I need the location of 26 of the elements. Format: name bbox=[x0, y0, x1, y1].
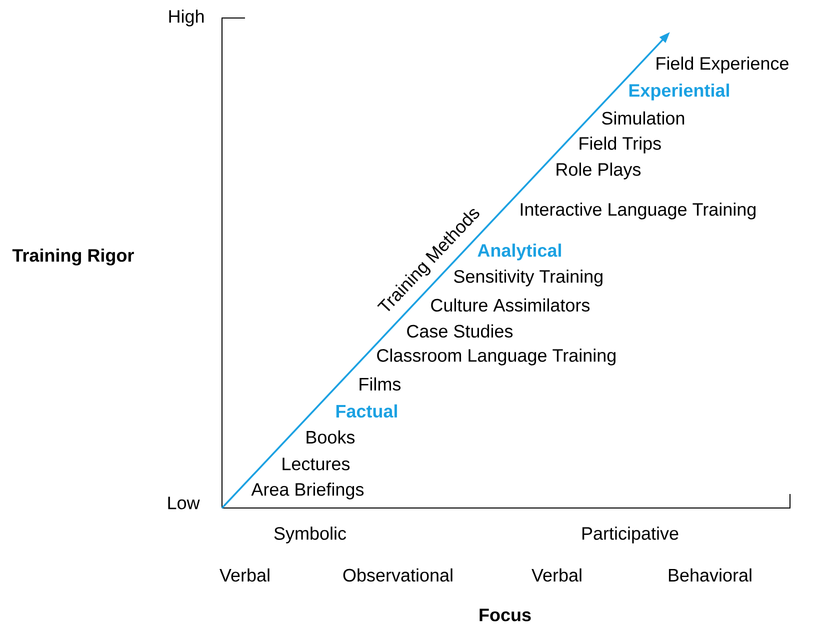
focus-label: Verbal bbox=[532, 568, 582, 582]
axis-label: Training Rigor bbox=[12, 248, 134, 266]
category-label: Factual bbox=[336, 404, 397, 418]
method-label: Interactive Language Training bbox=[520, 202, 756, 220]
focus-label: Participative bbox=[582, 526, 678, 544]
category-label: Analytical bbox=[478, 244, 561, 260]
tick-label: High bbox=[169, 10, 204, 26]
method-label: Books bbox=[306, 430, 355, 444]
method-label: Sensitivity Training bbox=[454, 270, 602, 286]
method-label: Culture Assimilators bbox=[431, 298, 590, 312]
focus-label: Behavioral bbox=[668, 568, 752, 582]
method-label: Classroom Language Training bbox=[377, 348, 616, 366]
category-label: Experiential bbox=[629, 84, 729, 100]
focus-label: Verbal bbox=[220, 568, 270, 582]
method-label: Lectures bbox=[282, 458, 350, 470]
method-label: Case Studies bbox=[407, 324, 513, 338]
method-label: Role Plays bbox=[556, 162, 641, 180]
focus-label: Observational bbox=[343, 568, 452, 582]
method-label: Field Trips bbox=[580, 136, 661, 154]
axis-label: Focus bbox=[480, 608, 531, 622]
focus-label: Symbolic bbox=[274, 526, 346, 544]
method-label: Area Briefings bbox=[251, 482, 364, 500]
tick-label: Low bbox=[168, 496, 200, 510]
method-label: Field Experience bbox=[656, 56, 788, 74]
method-label: Films bbox=[360, 377, 401, 391]
method-label: Simulation bbox=[602, 111, 684, 125]
